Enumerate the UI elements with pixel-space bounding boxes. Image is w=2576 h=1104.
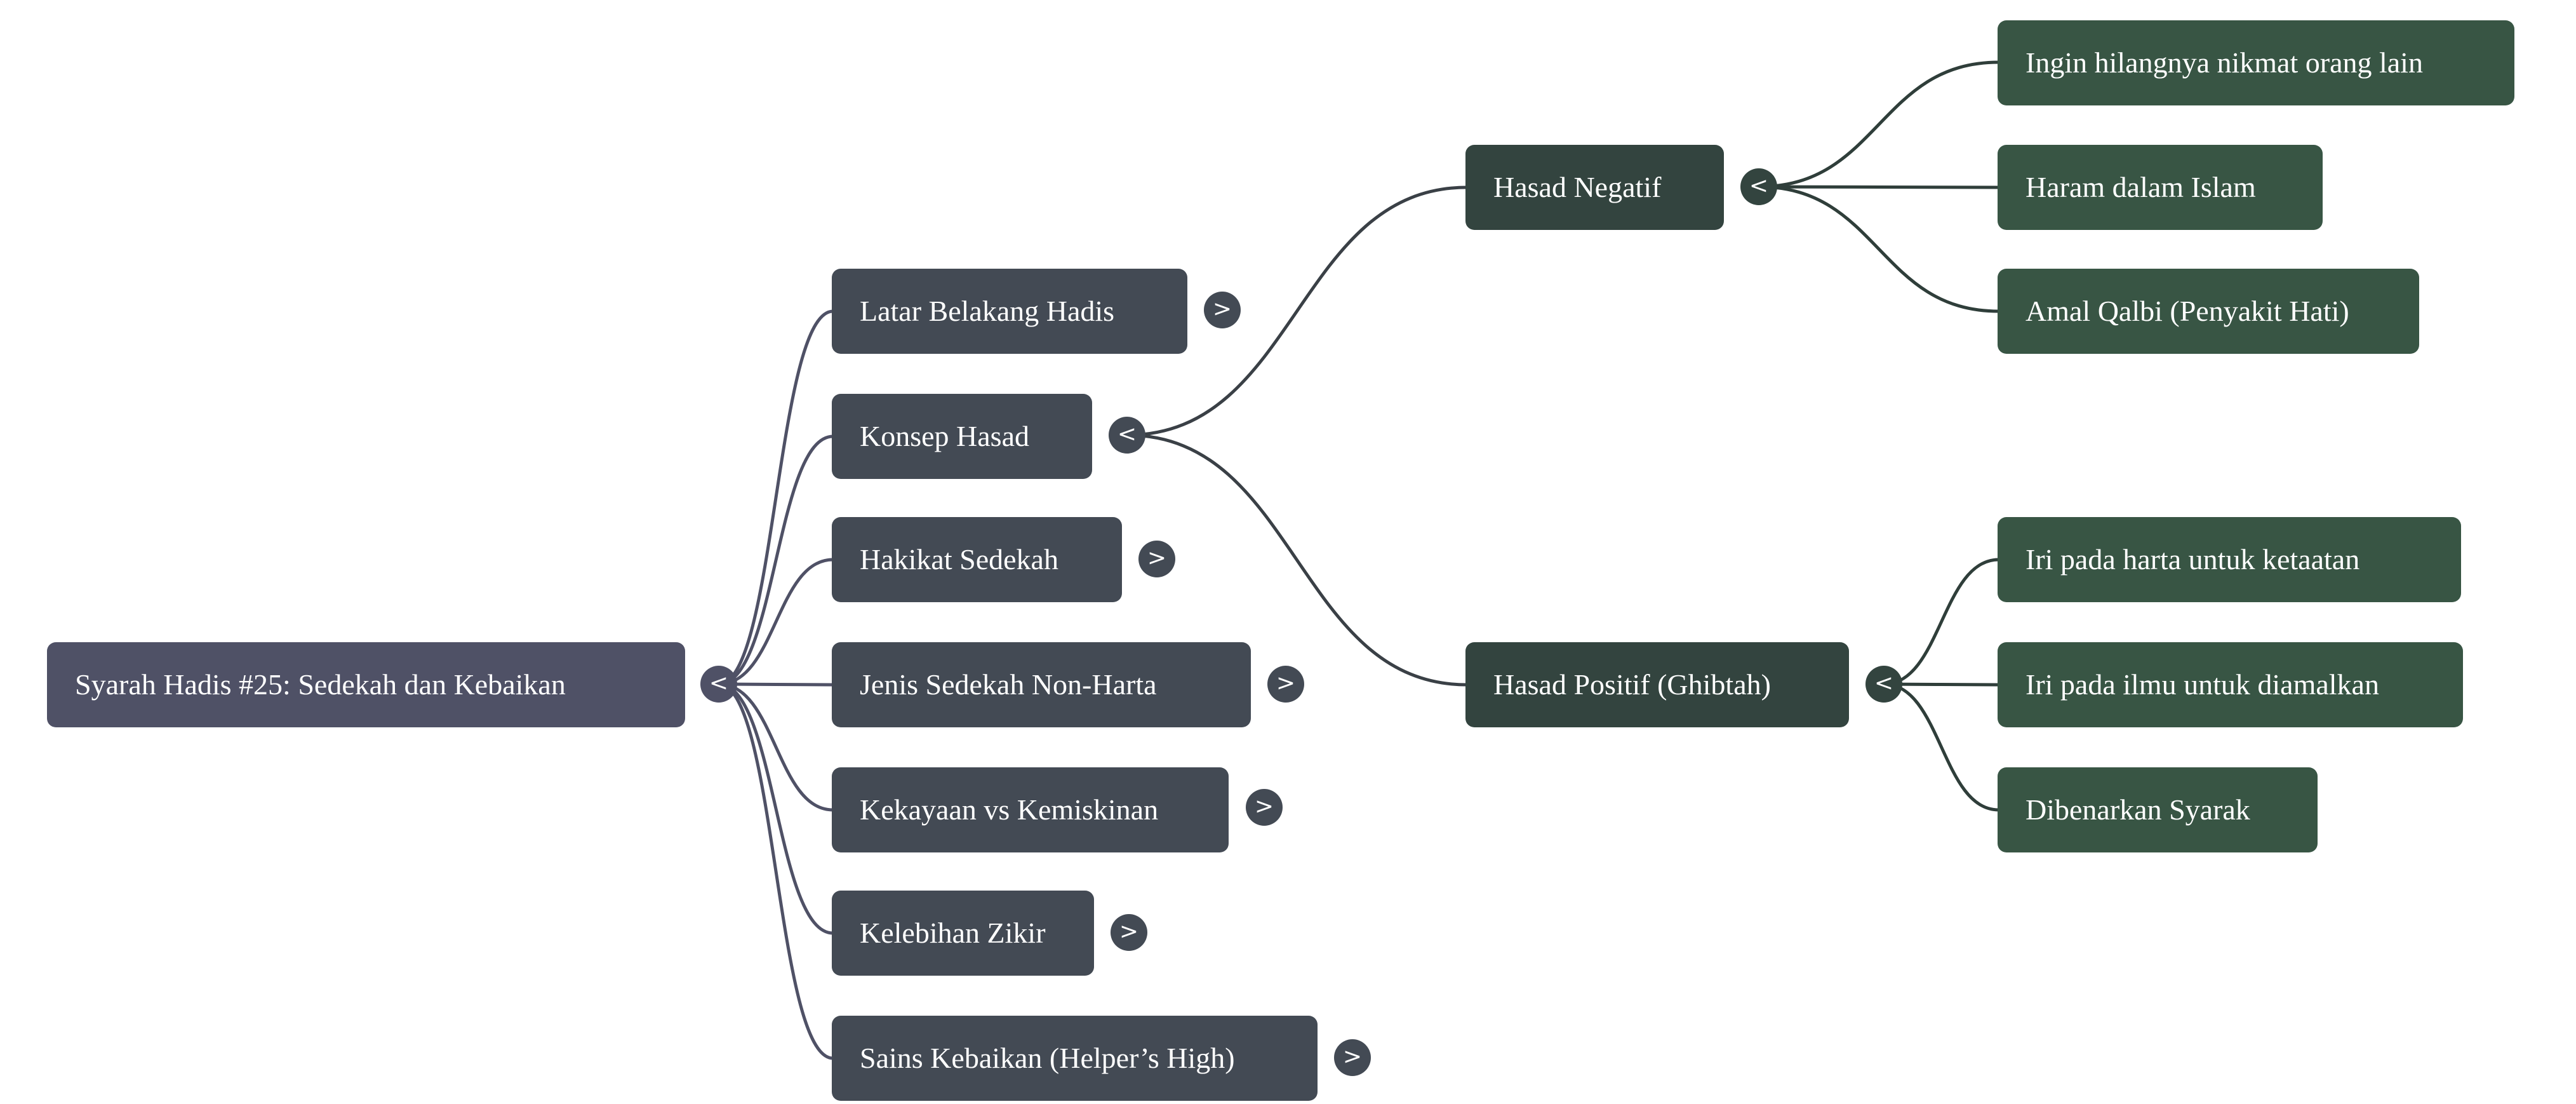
node-label: Konsep Hasad — [860, 420, 1029, 452]
toggle-glyph: < — [709, 670, 729, 696]
link-hasad-negatif-to-child — [1758, 60, 1999, 189]
link-hasad-negatif-to-child — [1758, 185, 1999, 313]
expand-icon[interactable]: > — [1334, 1039, 1371, 1076]
expand-icon[interactable]: > — [1138, 541, 1175, 577]
node-hakikat-sedekah[interactable]: Hakikat Sedekah — [832, 517, 1122, 602]
collapse-icon[interactable]: < — [1109, 417, 1145, 454]
link-root-to-level1 — [718, 434, 834, 686]
toggle-glyph: < — [1874, 670, 1894, 696]
link-konsep-to-hasad-negatif — [1126, 185, 1467, 437]
node-iri-pada-harta[interactable]: Iri pada harta untuk ketaatan — [1998, 517, 2461, 602]
node-label: Iri pada harta untuk ketaatan — [2025, 543, 2360, 576]
expand-icon[interactable]: > — [1246, 789, 1283, 826]
node-haram-dalam-islam[interactable]: Haram dalam Islam — [1998, 145, 2323, 230]
node-label: Iri pada ilmu untuk diamalkan — [2025, 668, 2379, 701]
link-root-to-level1 — [718, 682, 834, 812]
node-label: Latar Belakang Hadis — [860, 295, 1115, 327]
toggle-glyph: > — [1147, 545, 1167, 571]
toggle-glyph: > — [1119, 919, 1139, 945]
node-label: Hakikat Sedekah — [860, 543, 1058, 576]
node-hasad-positif[interactable]: Hasad Positif (Ghibtah) — [1465, 642, 1849, 727]
toggle-glyph: < — [1117, 421, 1137, 447]
toggle-glyph: < — [1749, 173, 1769, 199]
node-ingin-hilangnya-nikmat[interactable]: Ingin hilangnya nikmat orang lain — [1998, 20, 2514, 105]
node-amal-qalbi[interactable]: Amal Qalbi (Penyakit Hati) — [1998, 269, 2419, 354]
collapse-icon[interactable]: < — [1865, 666, 1902, 703]
expand-icon[interactable]: > — [1204, 292, 1241, 328]
node-label: Kekayaan vs Kemiskinan — [860, 793, 1159, 826]
node-hasad-negatif[interactable]: Hasad Negatif — [1465, 145, 1724, 230]
root-node[interactable]: Syarah Hadis #25: Sedekah dan Kebaikan — [47, 642, 685, 727]
toggle-glyph: > — [1212, 296, 1232, 322]
link-root-to-level1 — [718, 309, 834, 686]
link-hasad-positif-to-child — [1883, 558, 1999, 686]
node-label: Haram dalam Islam — [2025, 171, 2256, 203]
node-dibenarkan-syarak[interactable]: Dibenarkan Syarak — [1998, 767, 2318, 852]
toggle-glyph: > — [1342, 1044, 1363, 1070]
link-root-to-level1 — [718, 682, 834, 1060]
node-latar-belakang-hadis[interactable]: Latar Belakang Hadis — [832, 269, 1187, 354]
node-konsep-hasad[interactable]: Konsep Hasad — [832, 394, 1092, 479]
link-hasad-positif-to-child — [1883, 682, 1999, 812]
node-label: Dibenarkan Syarak — [2025, 793, 2250, 826]
node-iri-pada-ilmu[interactable]: Iri pada ilmu untuk diamalkan — [1998, 642, 2463, 727]
node-label: Amal Qalbi (Penyakit Hati) — [2025, 295, 2349, 327]
collapse-icon[interactable]: < — [700, 666, 737, 703]
node-label: Ingin hilangnya nikmat orang lain — [2025, 46, 2423, 79]
node-label: Hasad Negatif — [1493, 171, 1662, 203]
root-node-label: Syarah Hadis #25: Sedekah dan Kebaikan — [75, 668, 566, 701]
node-kekayaan-vs-kemiskinan[interactable]: Kekayaan vs Kemiskinan — [832, 767, 1229, 852]
toggle-glyph: > — [1254, 793, 1274, 819]
collapse-icon[interactable]: < — [1740, 168, 1777, 205]
node-label: Hasad Positif (Ghibtah) — [1493, 668, 1771, 701]
expand-icon[interactable]: > — [1267, 666, 1304, 703]
expand-icon[interactable]: > — [1111, 914, 1147, 951]
node-sains-kebaikan[interactable]: Sains Kebaikan (Helper’s High) — [832, 1016, 1318, 1101]
node-label: Sains Kebaikan (Helper’s High) — [860, 1042, 1235, 1074]
link-konsep-to-hasad-positif — [1126, 433, 1467, 687]
toggle-glyph: > — [1276, 670, 1296, 696]
node-jenis-sedekah-non-harta[interactable]: Jenis Sedekah Non-Harta — [832, 642, 1251, 727]
link-root-to-level1 — [718, 558, 834, 686]
node-kelebihan-zikir[interactable]: Kelebihan Zikir — [832, 891, 1094, 976]
node-label: Jenis Sedekah Non-Harta — [860, 668, 1157, 701]
node-label: Kelebihan Zikir — [860, 917, 1046, 949]
link-root-to-level1 — [718, 682, 834, 935]
